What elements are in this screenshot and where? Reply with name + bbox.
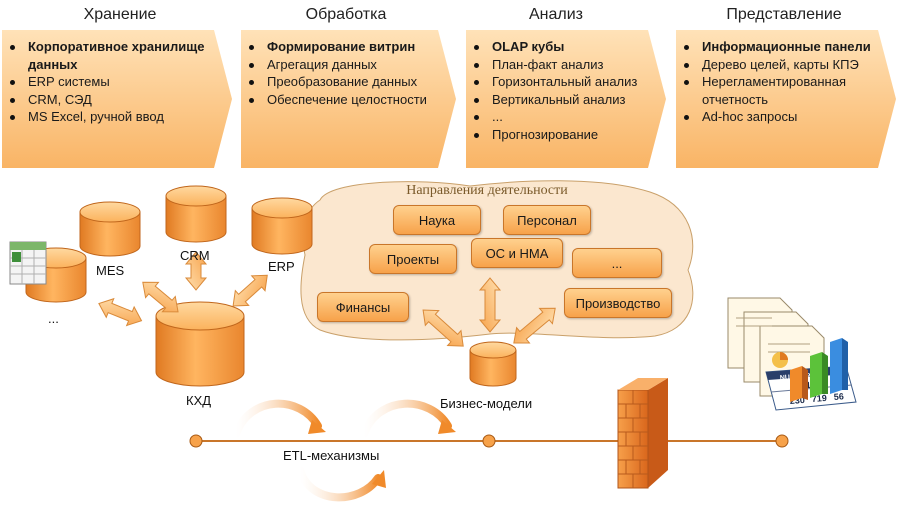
panel-presentation: Информационные панели Дерево целей, карт… [676, 30, 896, 168]
kxd-label: КХД [186, 393, 212, 408]
arrow-kxd-erp-icon [232, 274, 268, 307]
list-item: ERP системы [10, 73, 228, 91]
panel-processing-shape [241, 30, 456, 168]
arrow-production-bm-icon [513, 307, 556, 344]
list-item: План-факт анализ [473, 56, 637, 74]
timeline-node [775, 434, 789, 448]
cylinder-mes-icon [79, 201, 141, 257]
list-item: Дерево целей, карты КПЭ [684, 56, 877, 74]
timeline-node [482, 434, 496, 448]
numbers-cell: 719 [811, 393, 827, 404]
panel-storage-shape [2, 30, 232, 168]
list-item: Ad-hoc запросы [684, 108, 877, 126]
column-title-processing: Обработка [305, 6, 387, 23]
arrows-group [98, 251, 556, 347]
etl-label: ETL-механизмы [283, 448, 380, 463]
activity-pill-personnel: Персонал [503, 205, 591, 235]
list-item: MS Excel, ручной ввод [10, 108, 228, 126]
source-label-erp: ERP [268, 259, 295, 274]
panel-presentation-list: Информационные панели Дерево целей, карт… [676, 38, 877, 126]
list-item: Горизонтальный анализ [473, 74, 638, 89]
panel-presentation-shape [676, 30, 896, 168]
source-label-mes: MES [96, 263, 125, 278]
list-item: Формирование витрин [249, 38, 427, 56]
activity-pill-fixed-assets: ОС и НМА [471, 238, 563, 268]
cloud-title: Направления деятельности [406, 183, 568, 198]
panel-analysis-shape [466, 30, 666, 168]
spreadsheet-icon [9, 241, 47, 285]
arrow-kxd-mes-icon [142, 281, 179, 313]
firewall-icon [617, 378, 668, 489]
activity-pill-science: Наука [393, 205, 481, 235]
source-label-crm: CRM [180, 248, 210, 263]
column-title-storage: Хранение [83, 6, 157, 23]
list-item: CRM, СЭД [10, 91, 228, 109]
list-item: Корпоративное хранилище данных [10, 38, 228, 73]
list-item: Преобразование данных [249, 73, 427, 91]
list-item: Информационные панели [684, 38, 877, 56]
list-item: ... [473, 108, 637, 126]
activity-pill-finance: Финансы [317, 292, 409, 322]
bar-chart-3d-icon [790, 338, 848, 402]
activity-pill-projects: Проекты [369, 244, 457, 274]
panel-analysis: OLAP кубы План-факт анализ Горизонтальны… [466, 30, 666, 168]
list-item: Обеспечение целостности [249, 91, 427, 107]
panel-processing-list: Формирование витрин Агрегация данных Пре… [241, 38, 427, 108]
column-title-presentation: Представление [726, 6, 842, 23]
business-models-label: Бизнес-модели [440, 396, 533, 411]
list-item: Нерегламентированная отчетность [684, 73, 877, 108]
cylinder-erp-icon [251, 197, 313, 255]
list-item: OLAP кубы [473, 38, 637, 56]
activity-pill-more: ... [572, 248, 662, 278]
timeline-node [189, 434, 203, 448]
activity-pill-production: Производство [564, 288, 672, 318]
numbers-cell: 230 [789, 395, 805, 406]
panel-analysis-list: OLAP кубы План-факт анализ Горизонтальны… [466, 38, 637, 143]
column-title-analysis: Анализ [528, 6, 583, 23]
arrow-osnma-bm-icon [478, 277, 502, 333]
panel-storage-list: Корпоративное хранилище данных ERP систе… [2, 38, 228, 126]
etl-arrows-icon [232, 399, 456, 502]
list-item: Прогнозирование [473, 126, 637, 144]
source-label-more: ... [48, 311, 59, 326]
numbers-cell: 56 [833, 391, 844, 402]
list-item: Агрегация данных [249, 56, 427, 74]
kxd-cylinder-icon [155, 301, 245, 387]
list-item: Вертикальный анализ [473, 91, 637, 109]
arrow-kxd-more-icon [98, 297, 143, 327]
arrow-kxd-crm-icon [184, 251, 208, 291]
business-models-cylinder-icon [469, 341, 517, 387]
arrow-finance-bm-icon [422, 309, 464, 347]
panel-processing: Формирование витрин Агрегация данных Пре… [241, 30, 456, 168]
cylinder-crm-icon [165, 185, 227, 243]
panel-storage: Корпоративное хранилище данных ERP систе… [2, 30, 232, 168]
